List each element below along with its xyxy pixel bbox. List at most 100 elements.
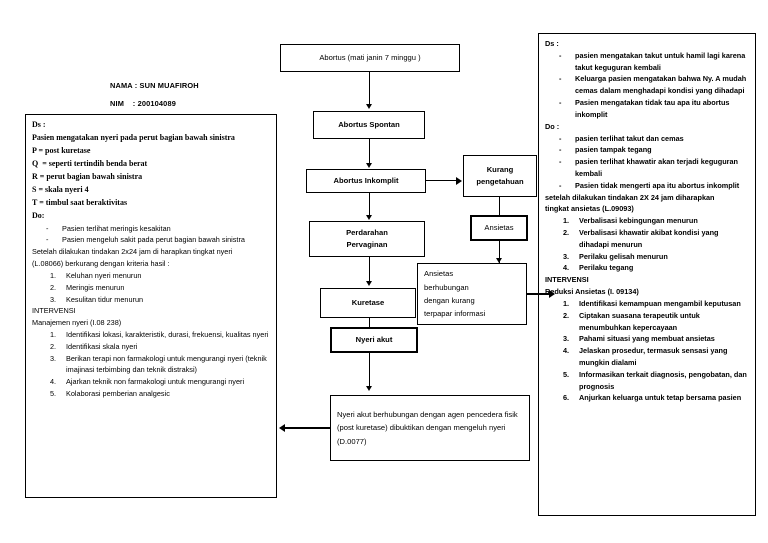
list-number: 6. (563, 393, 570, 403)
node-nyeri-akut-diagnosis-label: Nyeri akut berhubungan dengan agen pence… (337, 410, 518, 446)
connector-inkomplit-perdarahan (369, 193, 370, 217)
right-do-item-text: Pasien tidak mengerti apa itu abortus in… (575, 180, 740, 190)
node-abortus-spontan: Abortus Spontan (313, 111, 425, 139)
connector-perdarahan-kuretase (369, 257, 370, 283)
right-intervensi-item: 3. Pahami situasi yang membuat ansietas (545, 333, 750, 345)
left-do-items: - Pasien terlihat meringis kesakitan-Pasi… (32, 223, 271, 247)
student-name-label: NAMA : SUN MUAFIROH (110, 81, 199, 90)
list-number: 3. (563, 334, 570, 344)
right-intervensi-title: Reduksi Ansietas (I. 09134) (545, 287, 639, 297)
list-number: 2. (563, 310, 570, 320)
node-perdarahan-pervaginan-label: Perdarahan Pervaginan (346, 228, 388, 249)
right-ds-label: Ds : (545, 39, 559, 48)
node-abortus: Abortus (mati janin 7 minggu ) (280, 44, 460, 72)
student-nim-label: NIM : 200104089 (110, 99, 176, 108)
right-do-item-text: pasien terlihat takut dan cemas (575, 133, 684, 143)
list-number: 3. (50, 294, 57, 304)
node-abortus-inkomplit-label: Abortus Inkomplit (333, 176, 399, 186)
list-number: 1. (563, 216, 570, 226)
node-abortus-spontan-label: Abortus Spontan (338, 120, 400, 130)
dash-bullet-icon: - (46, 223, 49, 233)
right-criteria-item: 3.Perilaku gelisah menurun (545, 251, 750, 263)
connector-ansietas-diagnosis (499, 241, 500, 263)
right-do-item: -pasien tampak tegang (545, 144, 750, 156)
left-criteria-item: 1. Keluhan nyeri menurun (32, 270, 271, 282)
dash-bullet-icon: - (559, 133, 562, 143)
right-do-item: -pasien terlihat khawatir akan terjadi k… (545, 156, 750, 180)
list-number: 1. (50, 329, 57, 339)
right-intervensi-item-text: Identifikasi kemampuan mengambil keputus… (579, 298, 741, 308)
right-do-item: - Pasien tidak mengerti apa itu abortus i… (545, 180, 750, 192)
left-ds-lines: Pasien mengatakan nyeri pada perut bagia… (32, 132, 271, 210)
connector-abortus-inkomplit (369, 139, 370, 165)
arrowhead-kuretase (366, 281, 372, 286)
node-nyeri-akut-diagnosis: Nyeri akut berhubungan dengan agen pence… (330, 395, 530, 461)
arrowhead-abortus-spontan (366, 104, 372, 109)
left-ds-line: P = post kuretase (32, 145, 91, 155)
right-goal-line: setelah dilakukan tindakan 2X 24 jam dih… (545, 192, 715, 202)
right-intervensi-label: INTERVENSI (545, 275, 589, 285)
left-ds-line: R = perut bagian bawah sinistra (32, 171, 143, 181)
list-number: 4. (563, 263, 570, 273)
arrowhead-kurang-pengetahuan (456, 177, 462, 185)
left-goal-line: Setelah dilakukan tindakan 2x24 jam di h… (32, 247, 233, 257)
connector-nyeri-diagnosis (369, 353, 370, 389)
right-do-item: - pasien terlihat takut dan cemas (545, 133, 750, 145)
left-ds-line: Q = seperti tertindih benda berat (32, 158, 148, 168)
left-do-item-text: Pasien terlihat meringis kesakitan (62, 223, 171, 233)
list-number: 2. (50, 282, 57, 292)
list-number: 3. (50, 353, 57, 363)
right-intervensi-item-text: Anjurkan keluarga untuk tetap bersama pa… (579, 393, 742, 403)
left-intervensi-item: 5.Kolaborasi pemberian analgesic (32, 388, 271, 400)
left-intervensi-item-text: Identifikasi lokasi, karakteristik, dura… (66, 329, 269, 339)
list-number: 4. (50, 377, 57, 387)
right-criteria-item-text: Verbalisasi khawatir akibat kondisi yang… (579, 228, 719, 249)
left-ds-line: S = skala nyeri 4 (32, 184, 89, 194)
arrowhead-perdarahan (366, 215, 372, 220)
dash-bullet-icon: - (559, 145, 562, 155)
right-intervensi-list: 1. Identifikasi kemampuan mengambil keput… (545, 298, 750, 404)
right-intervensi-item: 2. Ciptakan suasana terapeutik untuk menu… (545, 310, 750, 334)
dash-bullet-icon: - (559, 180, 562, 190)
left-ds-line: Pasien mengatakan nyeri pada perut bagia… (32, 132, 235, 142)
list-number: 1. (50, 270, 57, 280)
left-intervensi-list: 1. Identifikasi lokasi, karakteristik, du… (32, 329, 271, 400)
right-criteria-item: 1.Verbalisasi kebingungan menurun (545, 215, 750, 227)
right-intervensi-item-text: Pahami situasi yang membuat ansietas (579, 334, 715, 344)
left-do-item: -Pasien mengeluh sakit pada perut bagian… (32, 234, 271, 246)
arrowhead-abortus-inkomplit (366, 163, 372, 168)
right-ds-item-text: Pasien mengatakan tidak tau apa itu abor… (575, 98, 730, 119)
left-intervensi-item-text: Kolaborasi pemberian analgesic (66, 389, 170, 398)
dash-bullet-icon: - (559, 98, 562, 108)
list-number: 2. (50, 341, 57, 351)
node-kurang-pengetahuan: Kurang pengetahuan (463, 155, 537, 197)
node-kuretase: Kuretase (320, 288, 416, 318)
right-ds-item-text: Keluarga pasien mengatakan bahwa Ny. A m… (575, 74, 747, 96)
left-intervensi-item: 1. Identifikasi lokasi, karakteristik, du… (32, 329, 271, 341)
left-ds-label: Ds : (32, 120, 46, 129)
node-ansietas-label: Ansietas (484, 223, 514, 233)
left-criteria-item: 3.Kesulitan tidur menurun (32, 294, 271, 306)
node-abortus-label: Abortus (mati janin 7 minggu ) (319, 53, 421, 63)
right-intervensi-item-text: Informasikan terkait diagnosis, pengobat… (579, 369, 747, 391)
arrowhead-right-panel (549, 290, 555, 298)
left-intervensi-item: 2.Identifikasi skala nyeri (32, 341, 271, 353)
left-intervensi-item-text: Berikan terapi non farmakologi untuk men… (66, 353, 267, 375)
left-ds-line: T = timbul saat beraktivitas (32, 197, 128, 207)
connector-inkomplit-to-kurang-pengetahuan (426, 180, 458, 181)
left-intervensi-item: 3. Berikan terapi non farmakologi untuk m… (32, 353, 271, 377)
right-ds-item: - Pasien mengatakan tidak tau apa itu abo… (545, 97, 750, 121)
right-intervensi-item: 6. Anjurkan keluarga untuk tetap bersama … (545, 392, 750, 404)
right-do-item-text: pasien terlihat khawatir akan terjadi ke… (575, 157, 739, 178)
right-ds-item-text: pasien mengatakan takut untuk hamil lagi… (575, 50, 746, 72)
arrowhead-nyeri-diagnosis (366, 386, 372, 391)
dash-bullet-icon: - (559, 74, 562, 84)
right-intervensi-item: 1. Identifikasi kemampuan mengambil keput… (545, 298, 750, 310)
list-number: 1. (563, 298, 570, 308)
left-criteria-item-text: Keluhan nyeri menurun (66, 270, 142, 280)
left-intervensi-label: INTERVENSI (32, 306, 76, 316)
right-do-items: -pasien terlihat takut dan cemas-pasien … (545, 133, 750, 192)
arrowhead-left-panel (279, 424, 285, 432)
right-intervensi-item-text: Ciptakan suasana terapeutik untuk menumb… (579, 310, 700, 332)
